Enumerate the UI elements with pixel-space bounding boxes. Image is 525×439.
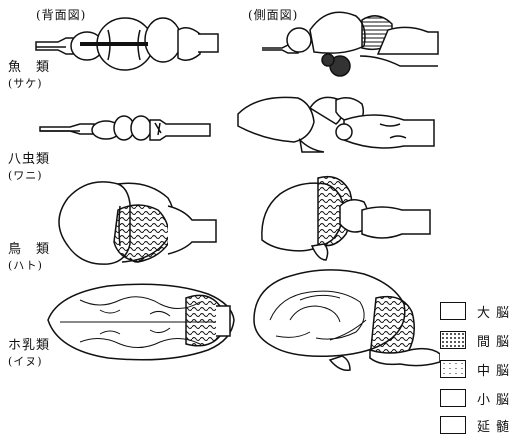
bird-dorsal-brain [59, 182, 216, 264]
legend-swatch [440, 360, 466, 378]
fish-lateral-brain [262, 12, 438, 76]
fish-dorsal-brain [36, 18, 218, 70]
legend-item-cerebrum: 大脳 [440, 302, 520, 324]
mammal-lateral-brain [254, 270, 440, 370]
legend-label: 間脳 [477, 331, 515, 350]
legend-label: 大脳 [477, 302, 515, 321]
legend-item-cerebellum: 小脳 [440, 389, 520, 411]
legend-swatch [440, 416, 466, 434]
legend-item-medulla: 延髄 [440, 416, 520, 438]
brain-diagram [0, 0, 440, 439]
mammal-dorsal-brain [48, 284, 234, 360]
bird-lateral-brain [262, 177, 430, 260]
legend-label: 中脳 [477, 360, 515, 379]
legend-swatch [440, 389, 466, 407]
legend-swatch [440, 331, 466, 349]
legend-swatch [440, 302, 466, 320]
legend-item-diencephalon: 間脳 [440, 331, 520, 353]
reptile-dorsal-brain [40, 116, 210, 140]
legend-label: 延髄 [477, 416, 515, 435]
legend-label: 小脳 [477, 389, 515, 408]
reptile-lateral-brain [238, 97, 434, 152]
legend-item-midbrain: 中脳 [440, 360, 520, 382]
